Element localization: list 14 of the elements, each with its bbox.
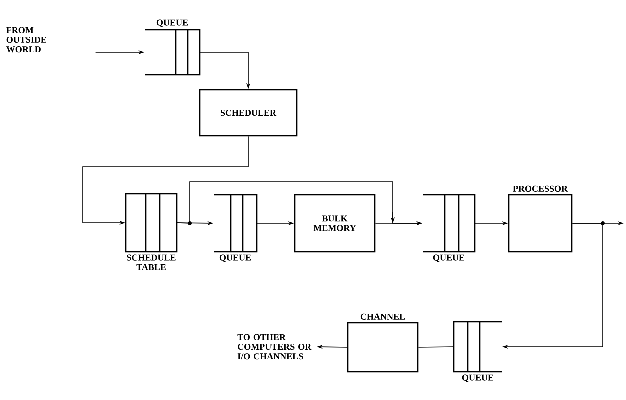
queue: QUEUE bbox=[145, 20, 201, 76]
node-label: SCHEDULE TABLE bbox=[127, 254, 176, 270]
process-box: PROCESSOR bbox=[508, 186, 573, 253]
process-box: SCHEDULER bbox=[199, 89, 298, 137]
queue: QUEUE bbox=[453, 321, 502, 382]
schedule-table: SCHEDULE TABLE bbox=[125, 193, 178, 270]
process-box: CHANNEL bbox=[347, 314, 419, 373]
text-label: FROM OUTSIDE WORLD bbox=[6, 27, 46, 53]
process-box: BULK MEMORY bbox=[294, 194, 376, 253]
text-label: TO OTHER COMPUTERS OR I/O CHANNELS bbox=[238, 334, 312, 360]
queue: QUEUE bbox=[423, 194, 476, 262]
queue: QUEUE bbox=[214, 194, 258, 262]
node-label: PROCESSOR bbox=[513, 186, 568, 192]
node-label: CHANNEL bbox=[360, 314, 406, 320]
